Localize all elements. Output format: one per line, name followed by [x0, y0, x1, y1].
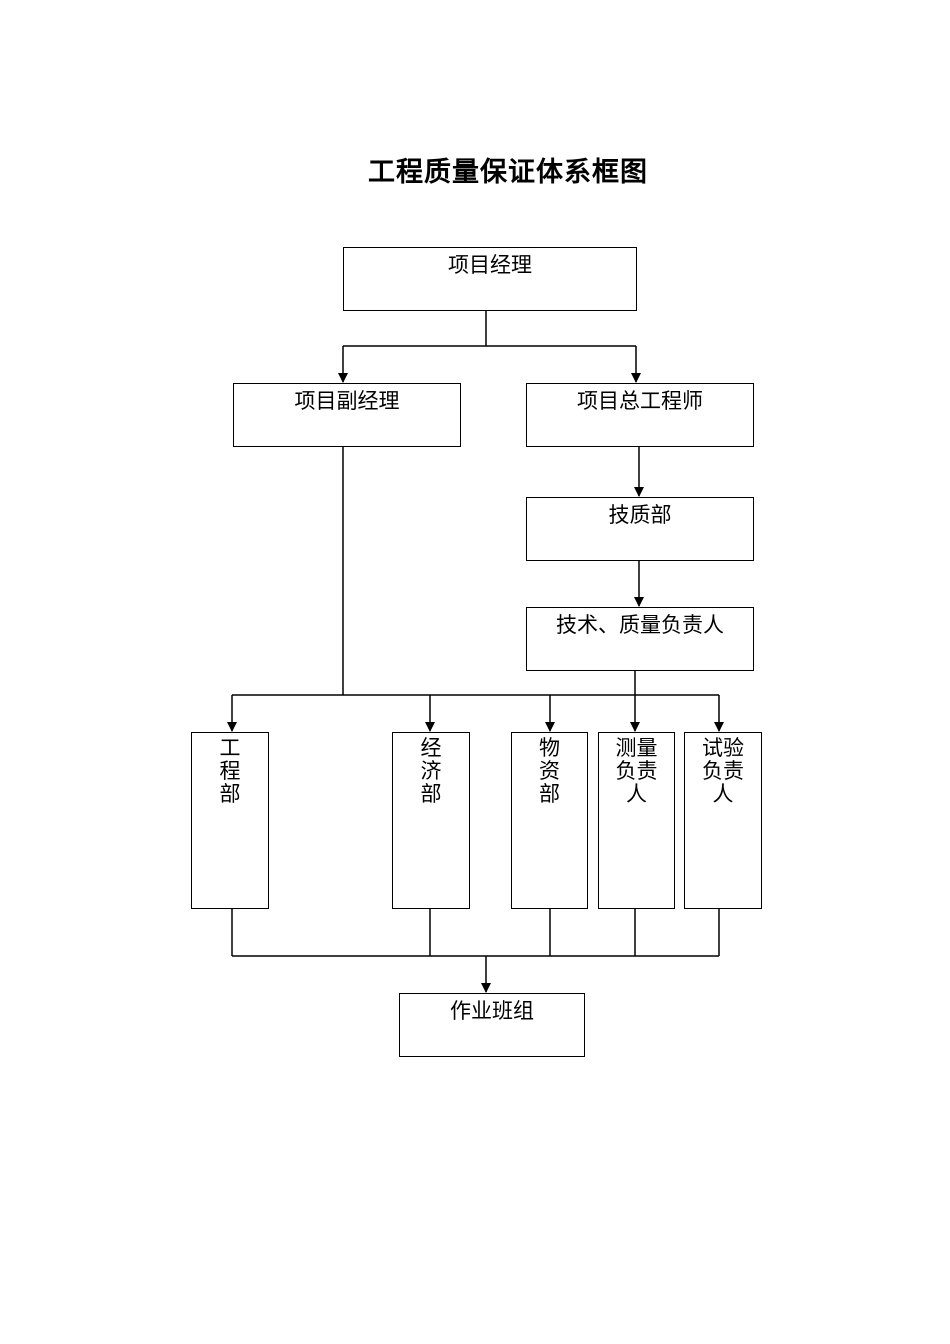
node-materials-dept: 物资部 [511, 732, 588, 909]
node-label: 项目经理 [448, 253, 532, 277]
chart-title: 工程质量保证体系框图 [368, 157, 648, 188]
node-label: 测量负责人 [599, 733, 674, 806]
node-work-teams: 作业班组 [399, 993, 585, 1057]
node-label: 项目副经理 [294, 389, 400, 413]
node-label-line: 经 [420, 736, 442, 760]
node-economic-dept: 经济部 [392, 732, 470, 909]
node-label-line: 济 [420, 759, 442, 783]
node-label-line: 人 [712, 782, 734, 806]
node-engineering-dept: 工程部 [191, 732, 269, 909]
node-label: 工程部 [192, 733, 268, 806]
node-deputy-manager: 项目副经理 [233, 383, 461, 447]
node-label: 物资部 [512, 733, 587, 806]
node-label: 试验负责人 [685, 733, 761, 806]
node-label-line: 测量 [615, 736, 658, 760]
node-label-line: 资 [539, 759, 560, 783]
node-survey-lead: 测量负责人 [598, 732, 675, 909]
node-label-line: 负责 [702, 759, 744, 783]
node-chief-engineer: 项目总工程师 [526, 383, 754, 447]
node-label-line: 负责 [615, 759, 658, 783]
node-label-line: 人 [626, 782, 647, 806]
node-label: 经济部 [393, 733, 469, 806]
node-label: 作业班组 [450, 999, 534, 1023]
node-label-line: 程 [219, 759, 241, 783]
node-test-lead: 试验负责人 [684, 732, 762, 909]
node-project-manager: 项目经理 [343, 247, 637, 311]
node-label-line: 物 [539, 736, 560, 760]
node-label: 项目总工程师 [577, 389, 703, 413]
node-label: 技术、质量负责人 [556, 613, 724, 637]
node-label-line: 部 [219, 782, 241, 806]
node-label-line: 部 [539, 782, 560, 806]
node-tech-quality-lead: 技术、质量负责人 [526, 607, 754, 671]
node-tech-quality-dept: 技质部 [526, 497, 754, 561]
node-label-line: 部 [420, 782, 442, 806]
node-label: 技质部 [608, 503, 672, 527]
node-label-line: 工 [219, 736, 241, 760]
node-label-line: 试验 [702, 736, 744, 760]
